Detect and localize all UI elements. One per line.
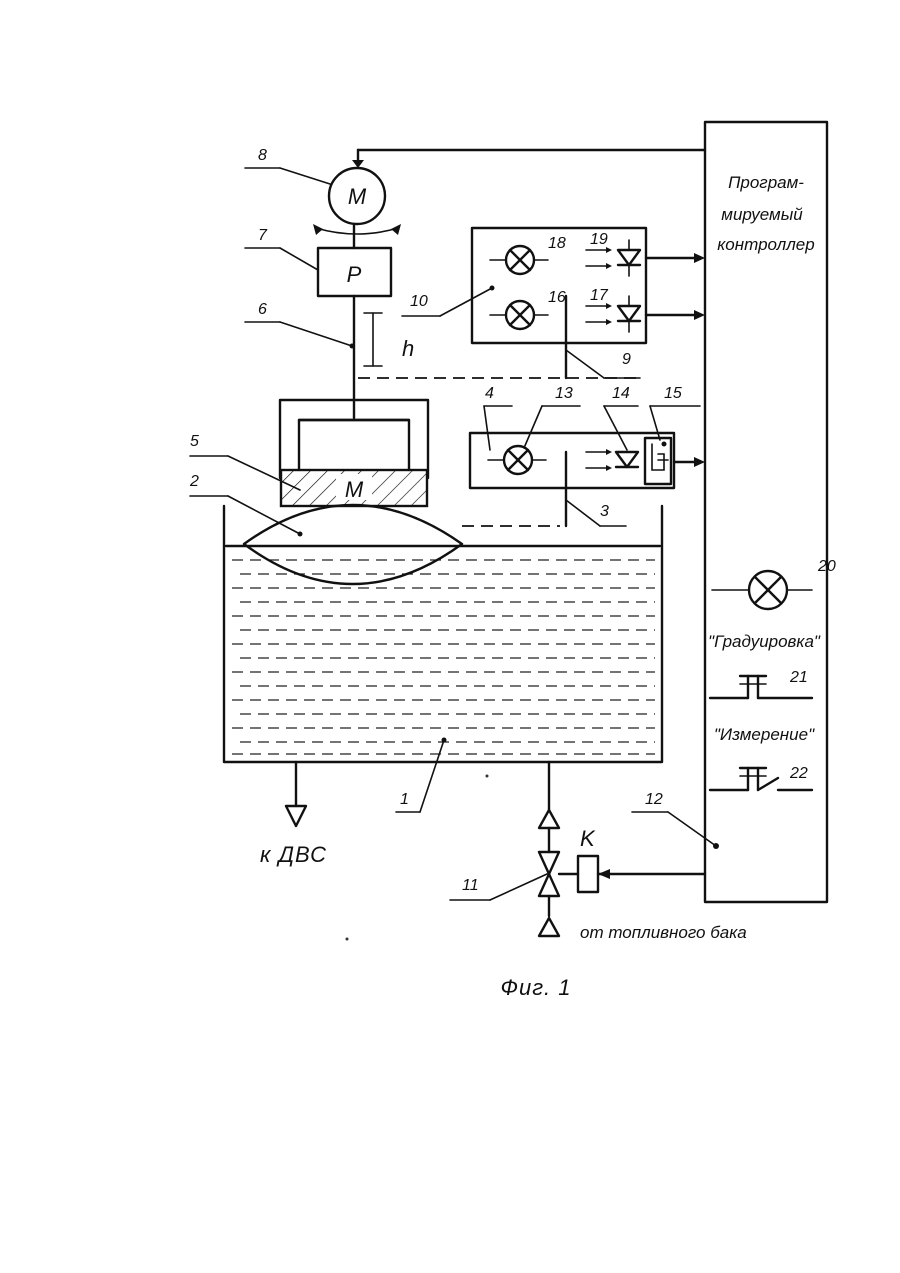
reducer-symbol: P bbox=[347, 262, 362, 287]
trigger-15-icon bbox=[645, 438, 671, 484]
upper-sensor-block: 18 16 19 bbox=[402, 228, 705, 378]
reducer: P 7 bbox=[245, 227, 391, 296]
measurement-label: "Измерение" bbox=[714, 725, 815, 744]
callout-2: 2 bbox=[189, 473, 199, 490]
solenoid-label: K bbox=[580, 826, 596, 851]
from-tank-label: от топливного бака bbox=[580, 923, 747, 942]
fuel-liquid bbox=[226, 546, 660, 754]
callout-22: 22 bbox=[789, 765, 808, 782]
callout-15: 15 bbox=[664, 385, 682, 402]
callout-4: 4 bbox=[485, 385, 494, 402]
to-engine-label: к ДВС bbox=[260, 842, 327, 867]
fuel-tank: 2 1 bbox=[189, 473, 662, 812]
callout-10: 10 bbox=[410, 293, 428, 310]
callout-12: 12 bbox=[645, 791, 663, 808]
lamp-16-icon bbox=[490, 301, 548, 329]
motor: M 8 bbox=[245, 147, 705, 248]
controller-title-line3: контроллер bbox=[717, 235, 814, 254]
callout-8: 8 bbox=[258, 147, 267, 164]
inlet-valve: K 11 от топливного бака bbox=[450, 762, 747, 942]
callout-14: 14 bbox=[612, 385, 630, 402]
lamp-13-icon bbox=[488, 446, 546, 474]
callout-5: 5 bbox=[190, 433, 199, 450]
callout-6: 6 bbox=[258, 301, 267, 318]
calibration-label: "Градуировка" bbox=[708, 632, 821, 651]
callout-19: 19 bbox=[590, 231, 608, 248]
callout-13: 13 bbox=[555, 385, 573, 402]
callout-3: 3 bbox=[600, 503, 609, 520]
figure-caption: Фиг. 1 bbox=[500, 975, 571, 1000]
callout-20: 20 bbox=[817, 558, 836, 575]
mass-symbol: M bbox=[345, 477, 364, 502]
callout-7: 7 bbox=[258, 227, 268, 244]
photodiode-14-icon bbox=[586, 449, 638, 471]
callout-11: 11 bbox=[462, 877, 479, 894]
valve-icon bbox=[539, 852, 559, 874]
callout-9: 9 bbox=[622, 351, 631, 368]
outlet-to-engine: к ДВС bbox=[260, 762, 327, 867]
callout-18: 18 bbox=[548, 235, 566, 252]
height-label: h bbox=[402, 336, 414, 361]
indicator-lamp-20-icon bbox=[712, 571, 812, 609]
controller-title-line2: мируемый bbox=[721, 205, 803, 224]
callout-21: 21 bbox=[789, 669, 808, 686]
controller-title-line1: Програм- bbox=[728, 173, 804, 192]
lamp-18-icon bbox=[490, 246, 548, 274]
callout-1: 1 bbox=[400, 791, 409, 808]
lower-sensor-block: 4 13 14 15 bbox=[470, 385, 705, 526]
weight-cup: M 5 bbox=[190, 400, 428, 506]
callout-17: 17 bbox=[590, 287, 609, 304]
callout-16: 16 bbox=[548, 289, 566, 306]
solenoid-k bbox=[578, 856, 598, 892]
float bbox=[244, 505, 462, 584]
motor-symbol: M bbox=[348, 184, 367, 209]
